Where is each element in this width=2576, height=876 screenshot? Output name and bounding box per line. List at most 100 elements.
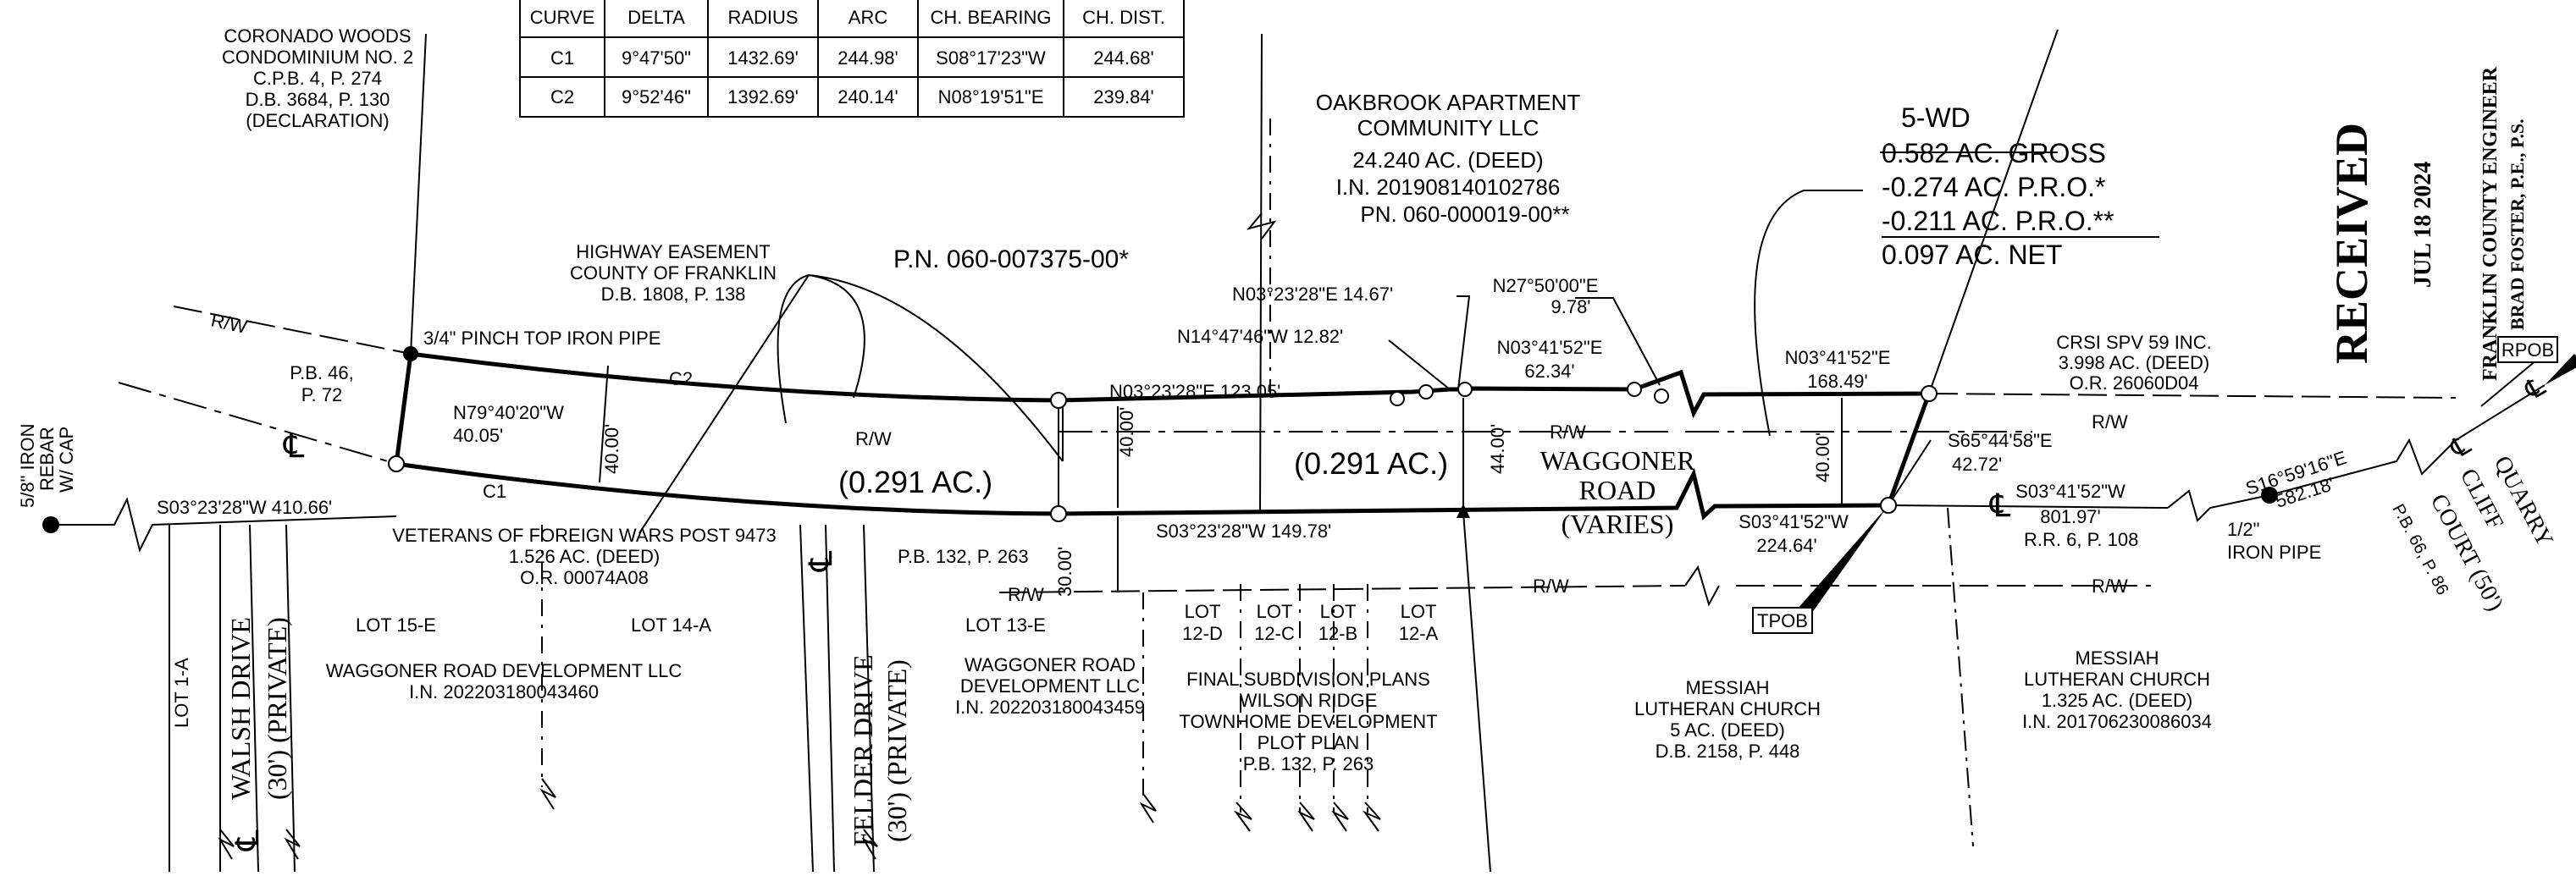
waggoner-dev-2-label: WAGGONER ROAD DEVELOPMENT LLC I.N. 20220… — [955, 654, 1145, 718]
svg-text:WAGGONER: WAGGONER — [1540, 445, 1695, 476]
svg-text:MESSIAH: MESSIAH — [1685, 677, 1769, 698]
curve-table-header: RADIUS — [727, 7, 798, 28]
call-n03-1467: N03°23'28"E 14.67' — [1232, 284, 1393, 305]
call-s16: S16°59'16"E 582.18' — [2243, 447, 2349, 512]
c2-label: C2 — [669, 368, 693, 389]
svg-text:IRON PIPE: IRON PIPE — [2227, 542, 2321, 563]
curve-table-cell: 9°52'46" — [622, 86, 691, 107]
svg-text:5 AC. (DEED): 5 AC. (DEED) — [1670, 719, 1785, 741]
centerline-symbol: ℄ — [230, 829, 266, 851]
walsh-drive-label: WALSH DRIVE (30') (PRIVATE) — [225, 617, 292, 800]
curve-table-cell: S08°17'23"W — [936, 47, 1046, 69]
svg-text:P.B. 132, P. 263: P.B. 132, P. 263 — [1243, 753, 1374, 774]
svg-text:S03°41'52"W: S03°41'52"W — [2015, 481, 2125, 502]
svg-text:LOT: LOT — [1320, 601, 1357, 622]
rw-label: R/W — [1550, 421, 1586, 443]
svg-text:-0.274 AC. P.R.O.*: -0.274 AC. P.R.O.* — [1882, 172, 2105, 202]
call-s03-41066: S03°23'28"W 410.66' — [157, 497, 332, 518]
received-stamp-title: RECEIVED — [2326, 123, 2377, 364]
svg-text:W/ CAP: W/ CAP — [56, 427, 77, 493]
lot-13e: LOT 13-E — [965, 614, 1046, 636]
rw-label: R/W — [1008, 584, 1044, 605]
call-n27: N27°50'00"E 9.78' — [1493, 275, 1599, 317]
svg-text:I.N. 201908140102786: I.N. 201908140102786 — [1336, 174, 1561, 200]
call-s03-22464: S03°41'52"W 224.64' — [1739, 511, 1849, 556]
dim-30: 30.00' — [1054, 547, 1075, 597]
messiah-2-label: MESSIAH LUTHERAN CHURCH 1.325 AC. (DEED)… — [2022, 647, 2212, 732]
tpob-box: TPOB — [1752, 607, 1813, 634]
waggoner-dev-1-label: WAGGONER ROAD DEVELOPMENT LLC I.N. 20220… — [326, 660, 683, 702]
svg-text:224.64': 224.64' — [1756, 535, 1817, 556]
centerline-symbol: ℄ — [2519, 370, 2551, 405]
received-stamp-line2: BRAD FOSTER, P.E., P.S. — [2507, 118, 2528, 330]
call-s03-14978: S03°23'28"W 149.78' — [1156, 521, 1331, 542]
svg-text:P.B. 46,: P.B. 46, — [290, 362, 353, 383]
messiah-1-label: MESSIAH LUTHERAN CHURCH 5 AC. (DEED) D.B… — [1634, 677, 1821, 762]
svg-text:(30') (PRIVATE): (30') (PRIVATE) — [882, 659, 912, 842]
rw-label: R/W — [2092, 576, 2128, 597]
svg-text:LUTHERAN CHURCH: LUTHERAN CHURCH — [2024, 669, 2210, 690]
call-n03-6234: N03°41'52"E 62.34' — [1497, 337, 1603, 382]
dim-40-right: 40.00' — [1812, 432, 1833, 482]
svg-text:COUNTY OF FRANKLIN: COUNTY OF FRANKLIN — [570, 262, 777, 284]
svg-text:P. 72: P. 72 — [301, 384, 343, 405]
iron-rebar-label: 5/8" IRON REBAR W/ CAP — [17, 423, 77, 508]
call-n03-16849: N03°41'52"E 168.49' — [1785, 347, 1891, 392]
dim-40-left: 40.00' — [601, 424, 622, 474]
svg-text:9.78': 9.78' — [1551, 296, 1590, 317]
area-label-west: (0.291 AC.) — [838, 465, 992, 499]
svg-text:RPOB: RPOB — [2501, 339, 2554, 361]
svg-text:5/8" IRON: 5/8" IRON — [17, 423, 38, 508]
svg-text:D.B. 1808, P. 138: D.B. 1808, P. 138 — [601, 284, 746, 305]
svg-text:PLOT PLAN: PLOT PLAN — [1258, 732, 1360, 753]
call-s65: S65°44'58"E 42.72' — [1948, 430, 2053, 475]
svg-text:-0.211 AC. P.R.O.**: -0.211 AC. P.R.O.** — [1882, 206, 2114, 236]
pb46-label: P.B. 46, P. 72 — [290, 362, 353, 405]
received-stamp-date: JUL 18 2024 — [2410, 162, 2436, 288]
svg-text:FELDER DRIVE: FELDER DRIVE — [848, 654, 878, 846]
svg-text:QUARRY: QUARRY — [2489, 452, 2558, 552]
lot-12-group: LOT 12-D LOT 12-C LOT 12-B LOT 12-A — [1182, 601, 1438, 644]
curve-table-cell: 239.84' — [1093, 86, 1154, 107]
area-label-east: (0.291 AC.) — [1294, 446, 1448, 481]
svg-text:LOT: LOT — [1185, 601, 1221, 622]
curve-table-header: ARC — [849, 7, 888, 28]
iron-pipe-label: 3/4" PINCH TOP IRON PIPE — [423, 328, 661, 349]
svg-text:LOT: LOT — [1257, 601, 1293, 622]
svg-text:1.526 AC. (DEED): 1.526 AC. (DEED) — [509, 546, 661, 567]
svg-text:N27°50'00"E: N27°50'00"E — [1493, 275, 1599, 296]
rw-label: R/W — [2092, 411, 2128, 432]
svg-text:VETERANS OF FOREIGN WARS POST: VETERANS OF FOREIGN WARS POST 9473 — [392, 525, 777, 546]
pb132-label: P.B. 132, P. 263 — [898, 546, 1029, 567]
call-n03-123: N03°23'28"E 123.05' — [1109, 381, 1280, 402]
curve-table-cell: 244.98' — [837, 47, 898, 69]
svg-text:DEVELOPMENT LLC: DEVELOPMENT LLC — [960, 675, 1140, 697]
crsi-label: CRSI SPV 59 INC. 3.998 AC. (DEED) O.R. 2… — [2056, 332, 2211, 394]
svg-text:0.097 AC. NET: 0.097 AC. NET — [1882, 240, 2062, 270]
curve-table-header: CURVE — [530, 7, 595, 28]
rr6-label: R.R. 6, P. 108 — [2024, 529, 2138, 550]
rw-label: R/W — [855, 428, 892, 449]
svg-text:MESSIAH: MESSIAH — [2075, 647, 2159, 669]
svg-text:N79°40'20"W: N79°40'20"W — [453, 402, 564, 423]
svg-text:LUTHERAN CHURCH: LUTHERAN CHURCH — [1634, 698, 1821, 719]
svg-text:CONDOMINIUM NO. 2: CONDOMINIUM NO. 2 — [222, 47, 413, 68]
curve-table-cell: 1392.69' — [727, 86, 799, 107]
svg-text:O.R. 26060D04: O.R. 26060D04 — [2070, 372, 2199, 394]
svg-text:LOT: LOT — [1401, 601, 1437, 622]
svg-text:42.72': 42.72' — [1952, 454, 2002, 475]
centerline-symbol: ℄ — [804, 550, 839, 572]
curve-table-cell: 244.68' — [1093, 47, 1154, 69]
svg-text:O.R. 00074A08: O.R. 00074A08 — [520, 567, 649, 588]
highway-easement-label: HIGHWAY EASEMENT COUNTY OF FRANKLIN D.B.… — [570, 241, 777, 305]
svg-text:1.325 AC. (DEED): 1.325 AC. (DEED) — [2042, 690, 2193, 711]
svg-text:N03°41'52"E: N03°41'52"E — [1497, 337, 1603, 358]
waggoner-road-label: WAGGONER ROAD (VARIES) — [1540, 445, 1695, 539]
curve-table-cell: C2 — [550, 86, 574, 107]
svg-text:REBAR: REBAR — [36, 427, 58, 491]
curve-table-header: CH. BEARING — [930, 7, 1051, 28]
svg-text:5-WD: 5-WD — [1901, 102, 1971, 133]
curve-table-header: CH. DIST. — [1082, 7, 1165, 28]
svg-text:CORONADO WOODS: CORONADO WOODS — [224, 25, 411, 47]
centerline-symbol: ℄ — [283, 429, 305, 465]
